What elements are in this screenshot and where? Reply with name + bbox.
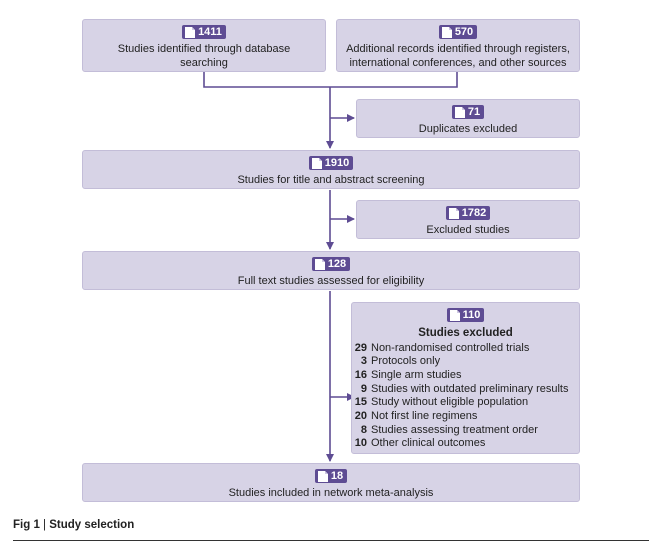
exclusion-reason: 8 Studies assessing treatment order [352,424,579,438]
exclusion-reason: 16 Single arm studies [352,369,579,383]
database-search-box: 1411 Studies identified through database… [82,19,326,72]
excluded-screen-box: 1782 Excluded studies [356,200,580,239]
connector-database-merge [203,72,330,88]
count-badge: 128 [311,257,351,271]
document-icon [448,207,459,219]
excluded-screen-label: Excluded studies [426,223,510,236]
reason-count: 20 [354,410,367,423]
included-label: Studies included in network meta-analysi… [228,486,434,499]
count-badge: 1910 [308,156,354,170]
figure-number: Fig 1 [13,519,40,531]
fulltext-count: 128 [327,258,347,270]
count-badge: 570 [438,25,478,39]
count-badge: 18 [314,469,348,483]
document-icon [317,470,328,482]
screening-box: 1910 Studies for title and abstract scre… [82,150,580,189]
additional-count: 570 [454,26,474,38]
included-count: 18 [330,470,344,482]
fulltext-box: 128 Full text studies assessed for eligi… [82,251,580,290]
reason-count: 9 [360,382,367,395]
exclusion-reasons-list: 29 Non-randomised controlled trials 3 Prot… [352,342,579,452]
excluded-fulltext-title: Studies excluded [418,326,513,339]
duplicates-count: 71 [467,106,481,118]
excluded-fulltext-box: 110 Studies excluded 29 Non-randomised co… [351,302,580,454]
reason-text: Study without eligible population [371,396,529,409]
document-icon [454,106,465,118]
reason-text: Not first line regimens [371,410,478,423]
screening-label: Studies for title and abstract screening [237,173,425,186]
reason-text: Studies assessing treatment order [371,423,538,436]
reason-text: Studies with outdated preliminary result… [371,382,569,395]
excluded-screen-count: 1782 [461,207,487,219]
reason-count: 16 [354,368,367,381]
count-badge: 110 [446,308,485,322]
exclusion-reason: 9 Studies with outdated preliminary resul… [352,383,579,397]
count-badge: 1411 [182,25,226,39]
exclusion-reason: 10 Other clinical outcomes [352,437,579,451]
reason-count: 15 [354,396,367,409]
caption-separator: | [39,519,50,531]
additional-label: Additional records identified through re… [346,42,570,69]
additional-records-box: 570 Additional records identified throug… [336,19,580,72]
figure-caption: Fig 1 | Study selection [13,519,134,531]
database-count: 1411 [198,26,222,38]
document-icon [449,309,460,321]
count-badge: 71 [451,105,485,119]
reason-text: Single arm studies [371,368,462,381]
duplicates-label: Duplicates excluded [418,122,518,135]
reason-count: 29 [354,341,367,354]
document-icon [311,157,322,169]
connector-additional-merge [330,72,458,88]
caption-rule [13,540,649,541]
duplicates-box: 71 Duplicates excluded [356,99,580,138]
exclusion-reason: 20 Not first line regimens [352,410,579,424]
document-icon [314,258,325,270]
database-label: Studies identified through database sear… [117,42,291,69]
exclusion-reason: 3 Protocols only [352,355,579,369]
reason-text: Protocols only [371,355,441,368]
reason-count: 3 [360,355,367,368]
figure-title: Study selection [49,519,135,531]
screening-count: 1910 [324,157,350,169]
exclusion-reason: 15 Study without eligible population [352,396,579,410]
exclusion-reason: 29 Non-randomised controlled trials [352,342,579,356]
fulltext-label: Full text studies assessed for eligibili… [237,274,425,287]
document-icon [185,26,196,38]
reason-count: 10 [354,437,367,450]
count-badge: 1782 [445,206,491,220]
excluded-fulltext-count: 110 [462,309,481,321]
reason-text: Other clinical outcomes [371,437,486,450]
reason-count: 8 [360,423,367,436]
reason-text: Non-randomised controlled trials [371,341,530,354]
included-box: 18 Studies included in network meta-anal… [82,463,580,502]
document-icon [441,26,452,38]
